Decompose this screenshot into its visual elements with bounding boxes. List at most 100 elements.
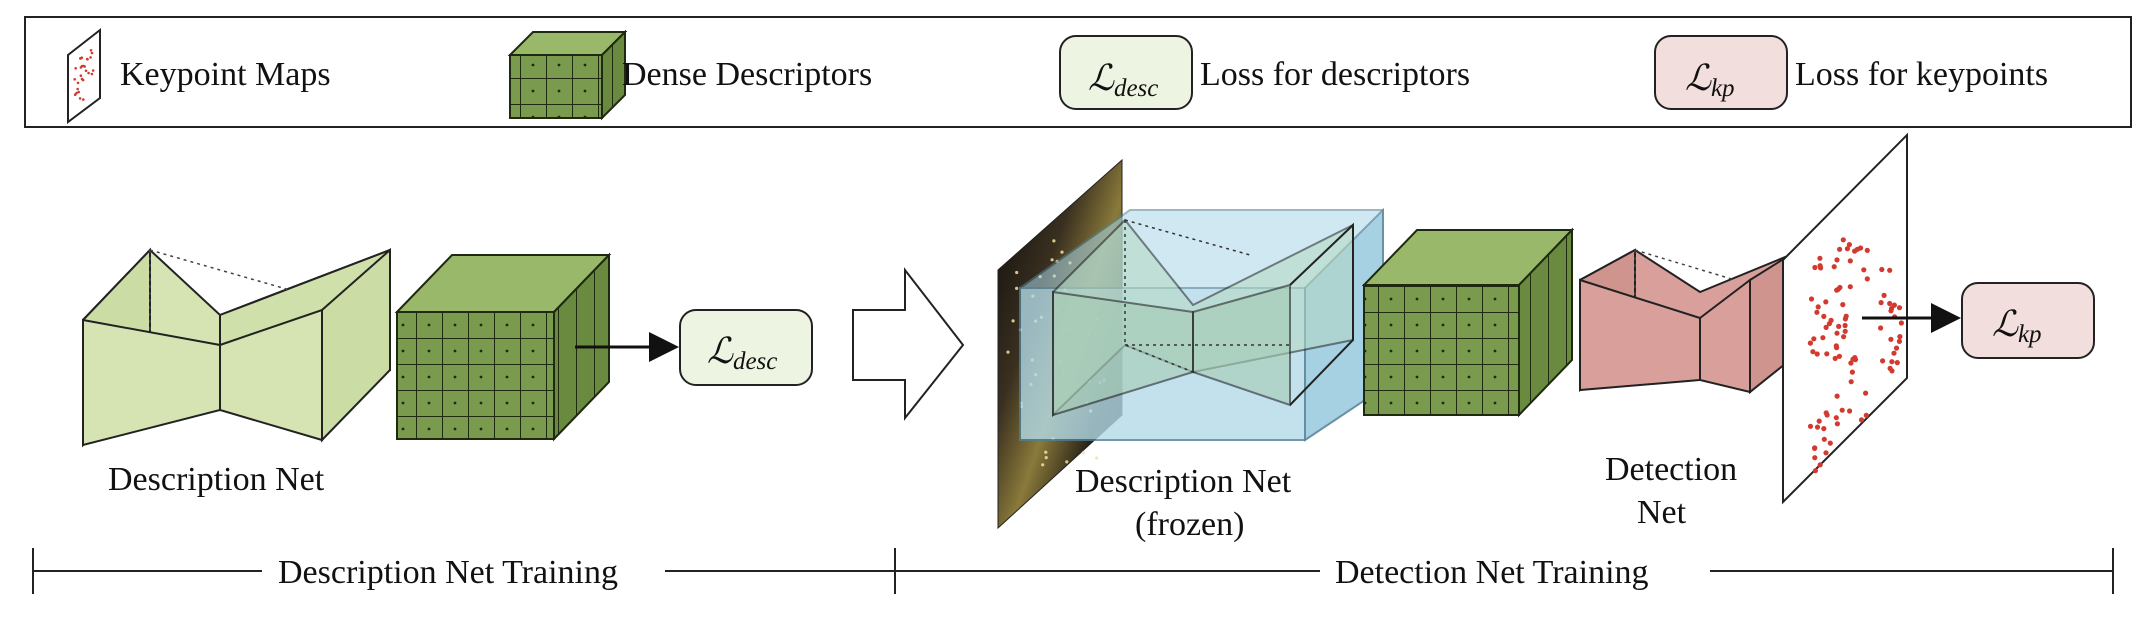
- keypoint-dot: [1011, 319, 1015, 323]
- keypoint-dot: [1847, 258, 1853, 264]
- keypoint-dot: [1834, 393, 1840, 399]
- keypoint-dot: [1889, 359, 1895, 365]
- keypoint-dot: [1816, 418, 1822, 424]
- keypoint-dot: [1081, 451, 1085, 455]
- keypoint-dot: [1815, 304, 1821, 310]
- keypoint-dot: [1891, 350, 1897, 356]
- detection-net-label-line1: Detection: [1605, 451, 1737, 488]
- legend-loss-kp-box: [1654, 35, 1788, 110]
- loss-desc-symbol: ℒdesc: [707, 331, 777, 375]
- keypoint-dot: [80, 56, 84, 59]
- keypoint-dot: [1889, 368, 1895, 374]
- keypoint-dot: [1834, 421, 1840, 427]
- legend-dense-descriptors-label: Dense Descriptors: [622, 56, 872, 93]
- keypoint-dot: [1896, 338, 1902, 344]
- keypoint-dot: [1844, 246, 1850, 252]
- keypoint-dot: [1863, 412, 1869, 418]
- keypoint-dot: [1812, 455, 1818, 461]
- keypoint-dot: [1887, 267, 1893, 273]
- legend: Keypoint Maps Dense Descriptors ℒdesc Lo…: [24, 16, 2132, 128]
- description-net-left: [82, 247, 391, 448]
- keypoint-dot: [1823, 324, 1829, 330]
- legend-keypoint-maps-label: Keypoint Maps: [120, 56, 331, 93]
- keypoint-dot: [1849, 369, 1855, 375]
- keypoint-dot: [1807, 340, 1813, 346]
- keypoint-dot: [1826, 321, 1832, 327]
- keypoint-dot: [1812, 445, 1818, 451]
- keypoint-dot: [73, 78, 76, 81]
- keypoint-dot: [79, 66, 83, 69]
- legend-loss-desc-symbol: ℒdesc: [1088, 58, 1158, 102]
- keypoint-dot: [1831, 264, 1837, 270]
- keypoint-dot: [1880, 358, 1886, 364]
- keypoint-dot: [1824, 351, 1830, 357]
- keypoint-dot: [89, 49, 93, 52]
- keypoint-dot: [1864, 276, 1870, 282]
- keypoint-dot: [1817, 255, 1823, 261]
- keypoint-dot: [77, 90, 80, 94]
- keypoint-dot: [1817, 462, 1823, 468]
- keypoint-dot: [1823, 410, 1829, 416]
- keypoint-dot: [1840, 237, 1846, 243]
- keypoint-dot: [1817, 263, 1823, 269]
- keypoint-dot: [1878, 300, 1884, 306]
- keypoint-dot: [76, 87, 79, 91]
- legend-loss-desc-box: [1059, 35, 1193, 110]
- keypoint-dot: [1006, 350, 1010, 354]
- detection-net-label-line2: Net: [1637, 494, 1687, 531]
- keypoint-dot: [1833, 343, 1839, 349]
- keypoint-dot: [1823, 450, 1829, 456]
- keypoint-dot: [1893, 345, 1900, 351]
- keypoint-dot: [79, 74, 83, 77]
- timeline-right-label: Detection Net Training: [1335, 554, 1649, 591]
- keypoint-dot: [1807, 423, 1814, 429]
- loss-desc-box: [679, 309, 813, 386]
- keypoint-dot: [81, 78, 85, 82]
- keypoint-dot: [1827, 440, 1833, 446]
- keypoint-dot: [86, 58, 89, 61]
- legend-loss-kp-label: Loss for keypoints: [1795, 56, 2048, 93]
- stage-transition-arrow: [852, 267, 965, 421]
- keypoint-dot: [83, 65, 86, 68]
- keypoint-dot: [1843, 313, 1849, 319]
- keypoint-dot: [1052, 239, 1056, 243]
- keypoint-dot: [90, 51, 94, 55]
- keypoint-dot: [1050, 258, 1054, 262]
- keypoint-dot: [1015, 286, 1019, 290]
- description-net-label: Description Net: [108, 461, 325, 498]
- keypoint-dot: [1894, 360, 1900, 366]
- keypoint-dot: [1881, 292, 1887, 298]
- keypoint-dot: [1833, 415, 1839, 421]
- keypoint-dot: [1898, 320, 1904, 326]
- keypoint-dot: [1887, 300, 1893, 307]
- keypoint-dot: [1812, 264, 1818, 271]
- keypoint-dot: [1878, 325, 1884, 331]
- keypoint-dot: [1823, 299, 1829, 305]
- keypoint-dot: [1848, 379, 1854, 385]
- keypoint-dot: [78, 97, 82, 100]
- timeline-left-label: Description Net Training: [278, 554, 618, 591]
- keypoint-dot: [1044, 456, 1048, 460]
- keypoint-dot: [1835, 286, 1841, 292]
- timeline: [32, 548, 2114, 594]
- dense-descriptor-cube-left: [394, 252, 612, 442]
- keypoint-dot: [1811, 336, 1817, 342]
- keypoint-dot: [1879, 266, 1885, 273]
- keypoint-map: [1782, 132, 1908, 505]
- keypoint-dot: [1814, 351, 1820, 357]
- keypoint-dot: [1836, 323, 1842, 329]
- keypoint-dot: [1847, 284, 1853, 290]
- keypoint-dot: [1041, 463, 1045, 467]
- keypoint-dot: [87, 71, 90, 75]
- keypoint-dot: [1846, 242, 1852, 248]
- keypoint-dot: [1863, 390, 1869, 396]
- keypoint-dot: [1837, 246, 1843, 252]
- keypoint-dot: [1814, 309, 1820, 315]
- keypoint-dot: [91, 69, 95, 72]
- dense-descriptor-icon: [507, 29, 628, 121]
- keypoint-dot: [1854, 246, 1860, 252]
- keypoint-dot: [1864, 247, 1870, 253]
- description-net-frozen: [1019, 207, 1384, 442]
- keypoint-dot: [1821, 436, 1827, 442]
- keypoint-dot: [1834, 330, 1840, 336]
